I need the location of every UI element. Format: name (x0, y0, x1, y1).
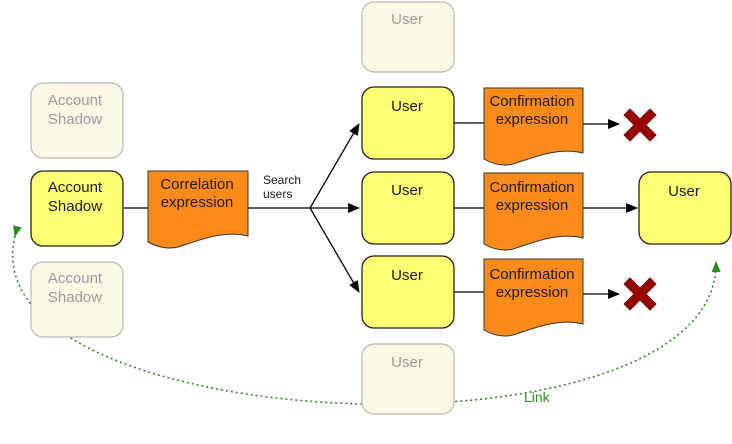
confirmation-label-line1: Confirmation (489, 93, 574, 110)
correlation-label-line1: Correlation (160, 176, 233, 193)
correlation-label-line2: expression (161, 194, 234, 211)
confirmation-label-line1: Confirmation (489, 179, 574, 196)
correlation-expression-document: Correlation expression (147, 170, 249, 249)
account-shadow-label-line1: Account (48, 92, 103, 109)
confirmation-expression-document-2: Confirmation expression (483, 172, 584, 251)
user-faded-top: User (361, 1, 455, 73)
user-candidate-3: User (361, 255, 455, 329)
confirmation-expression-document-3: Confirmation expression (483, 258, 584, 337)
user-label: User (391, 267, 423, 284)
account-shadow-faded-bottom: Account Shadow (30, 261, 124, 338)
user-result: User (638, 171, 732, 245)
link-label: Link (524, 389, 551, 405)
confirmation-expression-document-1: Confirmation expression (483, 87, 584, 166)
account-shadow-label-line2: Shadow (48, 198, 102, 215)
account-shadow-label-line2: Shadow (48, 111, 102, 128)
user-label: User (391, 354, 423, 371)
search-users-label-line1: Search (263, 173, 301, 187)
user-label: User (391, 182, 423, 199)
user-faded-bottom: User (361, 343, 455, 415)
confirmation-label-line2: expression (496, 111, 569, 128)
cross-icon (623, 108, 657, 142)
confirmation-label-line1: Confirmation (489, 266, 574, 283)
user-candidate-1: User (361, 86, 455, 160)
user-label: User (668, 183, 700, 200)
user-candidate-2: User (361, 171, 455, 245)
confirmation-label-line2: expression (496, 284, 569, 301)
account-shadow-label-line1: Account (48, 179, 103, 196)
user-label: User (391, 98, 423, 115)
account-shadow-label-line2: Shadow (48, 289, 102, 306)
edge-search-to-user-3 (309, 207, 360, 293)
cross-icon (623, 277, 657, 311)
account-shadow-faded-top: Account Shadow (30, 82, 124, 159)
edge-search-to-user-1 (309, 123, 360, 209)
search-users-label-line2: users (263, 187, 292, 201)
account-shadow-active: Account Shadow (30, 170, 124, 247)
account-shadow-label-line1: Account (48, 270, 103, 287)
user-label: User (391, 11, 423, 28)
confirmation-label-line2: expression (496, 197, 569, 214)
